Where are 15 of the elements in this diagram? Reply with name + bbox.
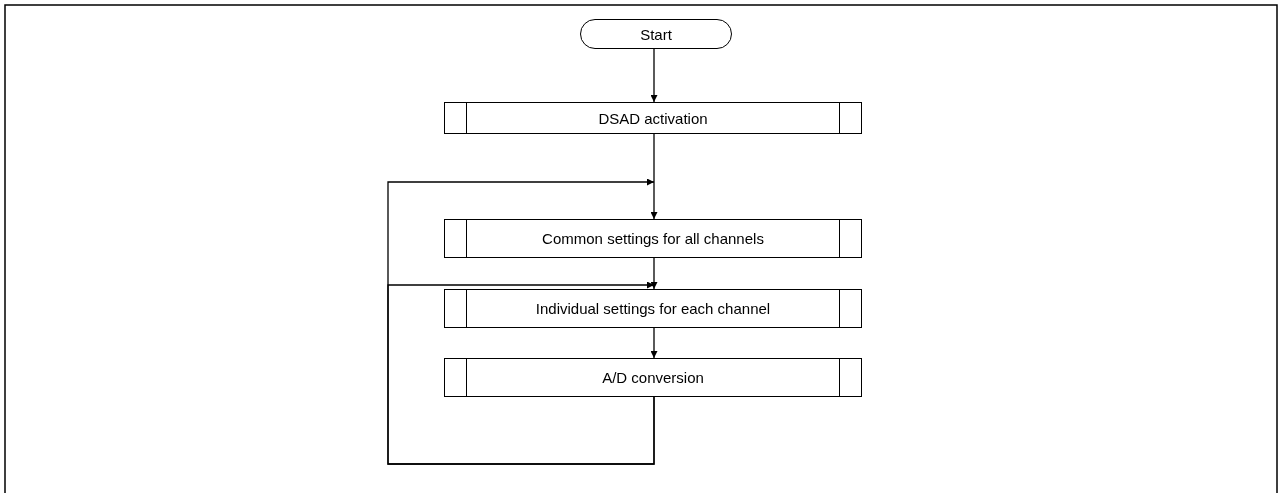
flow-arrow	[650, 48, 658, 103]
node-label: Start	[640, 25, 672, 43]
flow-arrow	[387, 281, 655, 465]
flow-arrow	[650, 133, 658, 220]
subroutine-box	[444, 358, 862, 397]
flow-arrow	[650, 257, 658, 290]
subroutine-box	[444, 289, 862, 328]
node-label: Individual settings for each channel	[535, 300, 771, 317]
node-label: A/D conversion	[602, 369, 704, 386]
subroutine-box	[444, 102, 862, 134]
node-label: DSAD activation	[598, 109, 708, 127]
node-label: Common settings for all channels	[542, 230, 764, 247]
flow-arrow	[650, 327, 658, 359]
terminal-shape	[580, 19, 732, 49]
subroutine-box	[444, 219, 862, 258]
